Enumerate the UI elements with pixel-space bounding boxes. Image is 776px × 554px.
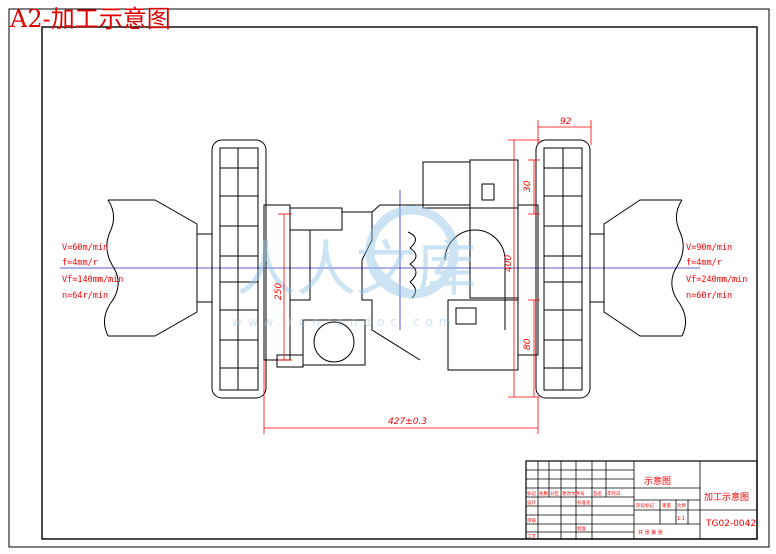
- right-parameters: V=90m/min f=4mm/r Vf=240mm/min n=60r/min: [686, 243, 747, 301]
- tb-row-label-3: 工艺: [527, 534, 536, 540]
- right-milling-cutter: [535, 139, 591, 399]
- workpiece-fixture: [263, 159, 539, 371]
- left-spindle-head: [104, 199, 212, 337]
- tb-row-label-1: 设计: [527, 499, 536, 506]
- dim-right-upper: 30: [523, 180, 533, 192]
- tb-header-1: 分区: [550, 490, 559, 497]
- right-param-3: n=60r/min: [686, 291, 732, 301]
- tb-ratio-label: 比例: [677, 502, 686, 509]
- tb-drawing-number: TG02-0042: [705, 519, 756, 529]
- tb-std-label: 标准化: [577, 499, 591, 506]
- outer-border: [8, 8, 770, 548]
- tb-sheet-label: 共 张 第 张: [638, 529, 663, 536]
- left-param-2: Vf=140mm/min: [62, 275, 123, 285]
- dimension-lines: [263, 120, 592, 434]
- inner-border: [41, 26, 758, 540]
- dim-right-total: 400: [504, 255, 514, 272]
- tb-part-name: 加工示意图: [704, 491, 749, 503]
- right-param-0: V=90m/min: [686, 243, 732, 253]
- watermark: 人人文库 www.renrendoc.com: [232, 205, 476, 329]
- dim-right-lower: 80: [523, 338, 533, 350]
- left-param-0: V=60m/min: [62, 243, 108, 253]
- watermark-url: www.renrendoc.com: [232, 315, 456, 329]
- watermark-brand: 人人文库: [236, 235, 476, 305]
- left-param-3: n=64r/min: [62, 291, 108, 301]
- left-milling-cutter: [211, 139, 267, 399]
- dim-top-width: 92: [560, 117, 572, 127]
- right-param-2: Vf=240mm/min: [686, 275, 747, 285]
- tb-stage-label: 阶段标记: [636, 502, 654, 509]
- tb-row-label-2: 审核: [527, 517, 536, 524]
- left-parameters: V=60m/min f=4mm/r Vf=140mm/min n=64r/min: [62, 243, 123, 301]
- tb-scale: 1:1: [677, 516, 685, 522]
- tb-weight-label: 重量: [662, 502, 671, 509]
- right-param-1: f=4mm/r: [686, 258, 722, 268]
- center-lines: [60, 190, 700, 330]
- right-spindle-head: [590, 199, 686, 337]
- dim-left-height: 250: [274, 283, 284, 300]
- left-param-1: f=4mm/r: [62, 258, 98, 268]
- title-block: 示意图 加工示意图 TG02-0042 1:1 标记 设计 审核 工艺 处数 分…: [525, 460, 758, 540]
- tb-header-0: 处数: [539, 490, 548, 497]
- tb-row-label-0: 标记: [527, 490, 536, 497]
- dim-bottom-width: 427±0.3: [388, 417, 427, 427]
- tb-header-4: 年月日: [607, 490, 621, 497]
- tb-header-3: 签名: [593, 490, 602, 497]
- sheet-title: A2-加工示意图: [9, 5, 171, 33]
- tb-header-2: 更改文件号: [562, 490, 585, 497]
- tb-drawing-name: 示意图: [644, 475, 671, 487]
- tb-approve-label: 批准: [577, 525, 586, 532]
